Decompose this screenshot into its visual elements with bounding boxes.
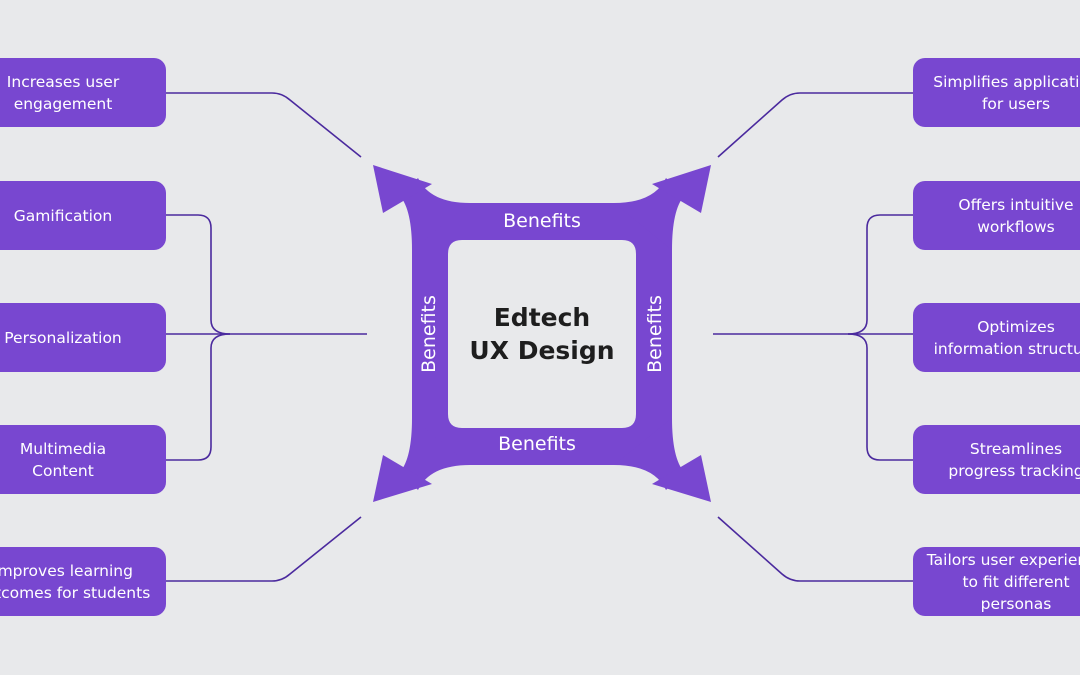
- node-text: Gamification: [13, 206, 113, 225]
- node-text: Streamlines progress tracking: [948, 439, 1080, 480]
- connector-left-5: [166, 516, 362, 582]
- right-node-3: Optimizes information structure: [913, 303, 1080, 372]
- node-text: Simplifies application for users: [933, 72, 1080, 113]
- arrow-head-bottom-right-icon: [652, 455, 711, 502]
- right-node-2: Offers intuitive workflows: [913, 181, 1080, 250]
- connector-left-1: [166, 92, 362, 158]
- connector-right-5: [717, 516, 913, 582]
- connector-right-2: [847, 214, 913, 335]
- right-node-5: Tailors user experience to fit different…: [913, 547, 1080, 616]
- left-node-3: Personalization: [0, 303, 166, 372]
- right-node-1: Simplifies application for users: [913, 58, 1080, 127]
- connector-right-4: [847, 333, 913, 461]
- node-text: Optimizes information structure: [933, 317, 1080, 358]
- arrow-shaft-top-left: [400, 178, 470, 250]
- left-node-2: Gamification: [0, 181, 166, 250]
- left-node-1: Increases user engagement: [0, 58, 166, 127]
- connectors: [166, 92, 913, 582]
- node-text: Improves learning outcomes for students: [0, 561, 151, 602]
- right-node-4: Streamlines progress tracking: [913, 425, 1080, 494]
- arrow-head-bottom-left-icon: [373, 455, 432, 502]
- benefits-label-bottom: Benefits: [498, 433, 576, 455]
- benefits-label-top: Benefits: [503, 210, 581, 232]
- center-title: Edtech UX Design: [469, 303, 615, 365]
- benefits-label-right: Benefits: [644, 295, 666, 373]
- arrow-shaft-top-right: [614, 178, 684, 250]
- node-text: Increases user engagement: [6, 72, 120, 113]
- connector-right-1: [717, 92, 913, 158]
- left-node-5: Improves learning outcomes for students: [0, 547, 166, 616]
- node-text: Offers intuitive workflows: [958, 195, 1074, 236]
- frame-ring: [412, 203, 672, 465]
- node-text: Multimedia Content: [19, 439, 107, 480]
- node-text: Personalization: [4, 328, 122, 347]
- node-text: Tailors user experience to fit different…: [926, 550, 1080, 613]
- arrow-head-top-left-icon: [373, 165, 432, 213]
- arrow-shaft-bottom-right: [614, 418, 684, 490]
- arrow-head-top-right-icon: [652, 165, 711, 213]
- benefits-label-left: Benefits: [418, 295, 440, 373]
- connector-left-4: [166, 333, 231, 461]
- left-node-4: Multimedia Content: [0, 425, 166, 494]
- arrow-shaft-bottom-left: [400, 418, 470, 490]
- connector-left-2: [166, 214, 231, 335]
- benefits-frame: [373, 165, 711, 502]
